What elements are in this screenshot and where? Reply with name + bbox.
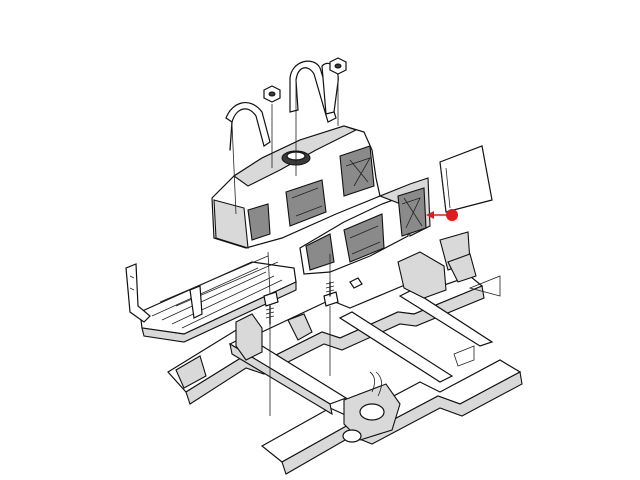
fuel-tank: [211, 125, 431, 275]
strap-nut-right: [329, 57, 347, 75]
strap-nut-left: [263, 85, 281, 103]
red-dot-arrow-icon: [426, 209, 458, 221]
tank-strap-left: [225, 102, 271, 151]
frame: [167, 231, 523, 475]
heat-shield: [439, 145, 493, 213]
mounting-bolt-left: [263, 291, 279, 325]
alignment-lines: [231, 74, 339, 416]
skid-plate: [125, 255, 297, 343]
mounting-bolt-center: [323, 281, 339, 307]
small-fastener: [349, 277, 363, 289]
